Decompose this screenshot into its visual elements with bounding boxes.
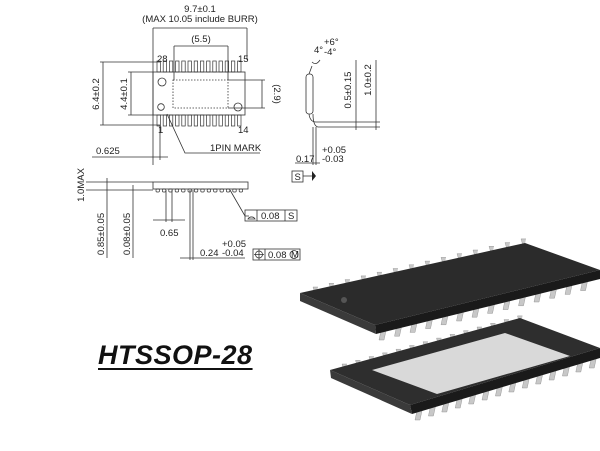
pin	[156, 60, 161, 73]
pin	[231, 60, 236, 73]
chip-photo	[300, 238, 600, 341]
pin	[200, 60, 205, 73]
thickness-minus: -0.03	[322, 154, 344, 165]
pin	[156, 114, 161, 127]
lead-angle: 4°	[314, 45, 323, 56]
max-height-dim: 1.0MAX	[76, 167, 87, 201]
body-height-dim: 0.85±0.05	[96, 213, 107, 255]
ejector-mark	[233, 102, 243, 112]
thickness-dim: 0.17	[296, 154, 315, 165]
pin	[219, 188, 224, 193]
pin	[169, 60, 174, 73]
lead-angle-minus: -4°	[324, 47, 336, 58]
lead-profile	[305, 73, 314, 115]
pin-label-1: 1	[158, 125, 163, 136]
pin	[162, 60, 167, 73]
pin	[213, 188, 218, 193]
pin	[218, 60, 223, 73]
standoff-dim: 0.08±0.05	[122, 213, 133, 255]
side-body	[152, 181, 249, 190]
pin	[162, 114, 167, 127]
position-value: 0.08	[268, 250, 287, 261]
lead-width-plus: +0.05	[222, 239, 246, 250]
pin	[212, 60, 217, 73]
datum-box	[291, 170, 304, 183]
pin	[187, 114, 192, 127]
foot-length-dim: 0.5±0.15	[343, 72, 354, 109]
pin	[187, 60, 192, 73]
lead-width-dim: 0.24	[200, 248, 219, 259]
package-title: HTSSOP-28	[98, 340, 253, 370]
pitch-dim: 0.65	[160, 228, 179, 239]
pin	[200, 114, 205, 127]
pin	[237, 114, 242, 127]
pin	[193, 60, 198, 73]
pin	[174, 188, 179, 193]
exposed-thermal-pad	[372, 333, 570, 394]
pad-length-dim: (5.5)	[191, 34, 211, 45]
pin	[155, 188, 160, 193]
pad-width-dim: (2.9)	[271, 84, 282, 104]
top-view: 9.7±0.1 (MAX 10.05 include BURR) (5.5) 2…	[91, 4, 282, 165]
lead-width-minus: -0.04	[222, 248, 244, 259]
position-tolerance-frame: 0.08 M	[252, 248, 301, 261]
pin1-mark-label: 1PIN MARK	[210, 143, 262, 154]
length-dim: 9.7±0.1	[184, 4, 216, 15]
chip-photo-bottom	[330, 315, 600, 421]
side-view: 1.0MAX 0.85±0.05 0.08±0.05 0.65 +0.05 0.…	[76, 167, 301, 261]
pin	[206, 114, 211, 127]
chip-top	[300, 243, 600, 325]
pin	[226, 188, 231, 193]
pin	[238, 188, 243, 193]
pin	[193, 114, 198, 127]
pin	[181, 114, 186, 127]
pin	[162, 188, 167, 193]
pin	[181, 188, 186, 193]
pin	[218, 114, 223, 127]
pin	[181, 60, 186, 73]
pin	[200, 188, 205, 193]
pin	[169, 114, 174, 127]
pin	[175, 114, 180, 127]
pin	[194, 188, 199, 193]
offset-dim: 0.625	[96, 146, 120, 157]
pin	[206, 60, 211, 73]
pin	[175, 60, 180, 73]
flatness-value: 0.08	[261, 211, 280, 222]
pin	[212, 114, 217, 127]
pin	[206, 188, 211, 193]
flatness-datum: S	[288, 211, 294, 222]
pin-label-28: 28	[157, 54, 168, 65]
pin	[224, 114, 229, 127]
pin-label-15: 15	[238, 54, 249, 65]
pin-label-14: 14	[238, 125, 249, 136]
flatness-icon	[247, 216, 256, 220]
pin	[232, 188, 237, 193]
pin	[224, 60, 229, 73]
datum-label: S	[295, 172, 301, 183]
lead-length-dim: 1.0±0.2	[363, 64, 374, 96]
pin	[237, 60, 242, 73]
ejector-mark	[157, 77, 167, 87]
overall-width-dim: 6.4±0.2	[91, 78, 102, 110]
package-body	[152, 71, 246, 116]
pins-side	[155, 188, 243, 193]
flatness-tolerance-frame: 0.08 S	[244, 209, 298, 222]
lead-angle-plus: +6°	[324, 37, 339, 48]
thickness-plus: +0.05	[322, 145, 346, 156]
pin1-mark	[157, 103, 165, 111]
lead-detail: 4° +6° -4° 0.5±0.15 1.0±0.2 +0.05 0.17 -…	[291, 37, 380, 183]
length-max-dim: (MAX 10.05 include BURR)	[142, 14, 258, 25]
pin	[231, 114, 236, 127]
pins-top	[156, 60, 242, 127]
body-width-dim: 4.4±0.1	[119, 78, 130, 110]
exposed-pad	[172, 79, 229, 109]
position-modifier: M	[291, 250, 299, 261]
